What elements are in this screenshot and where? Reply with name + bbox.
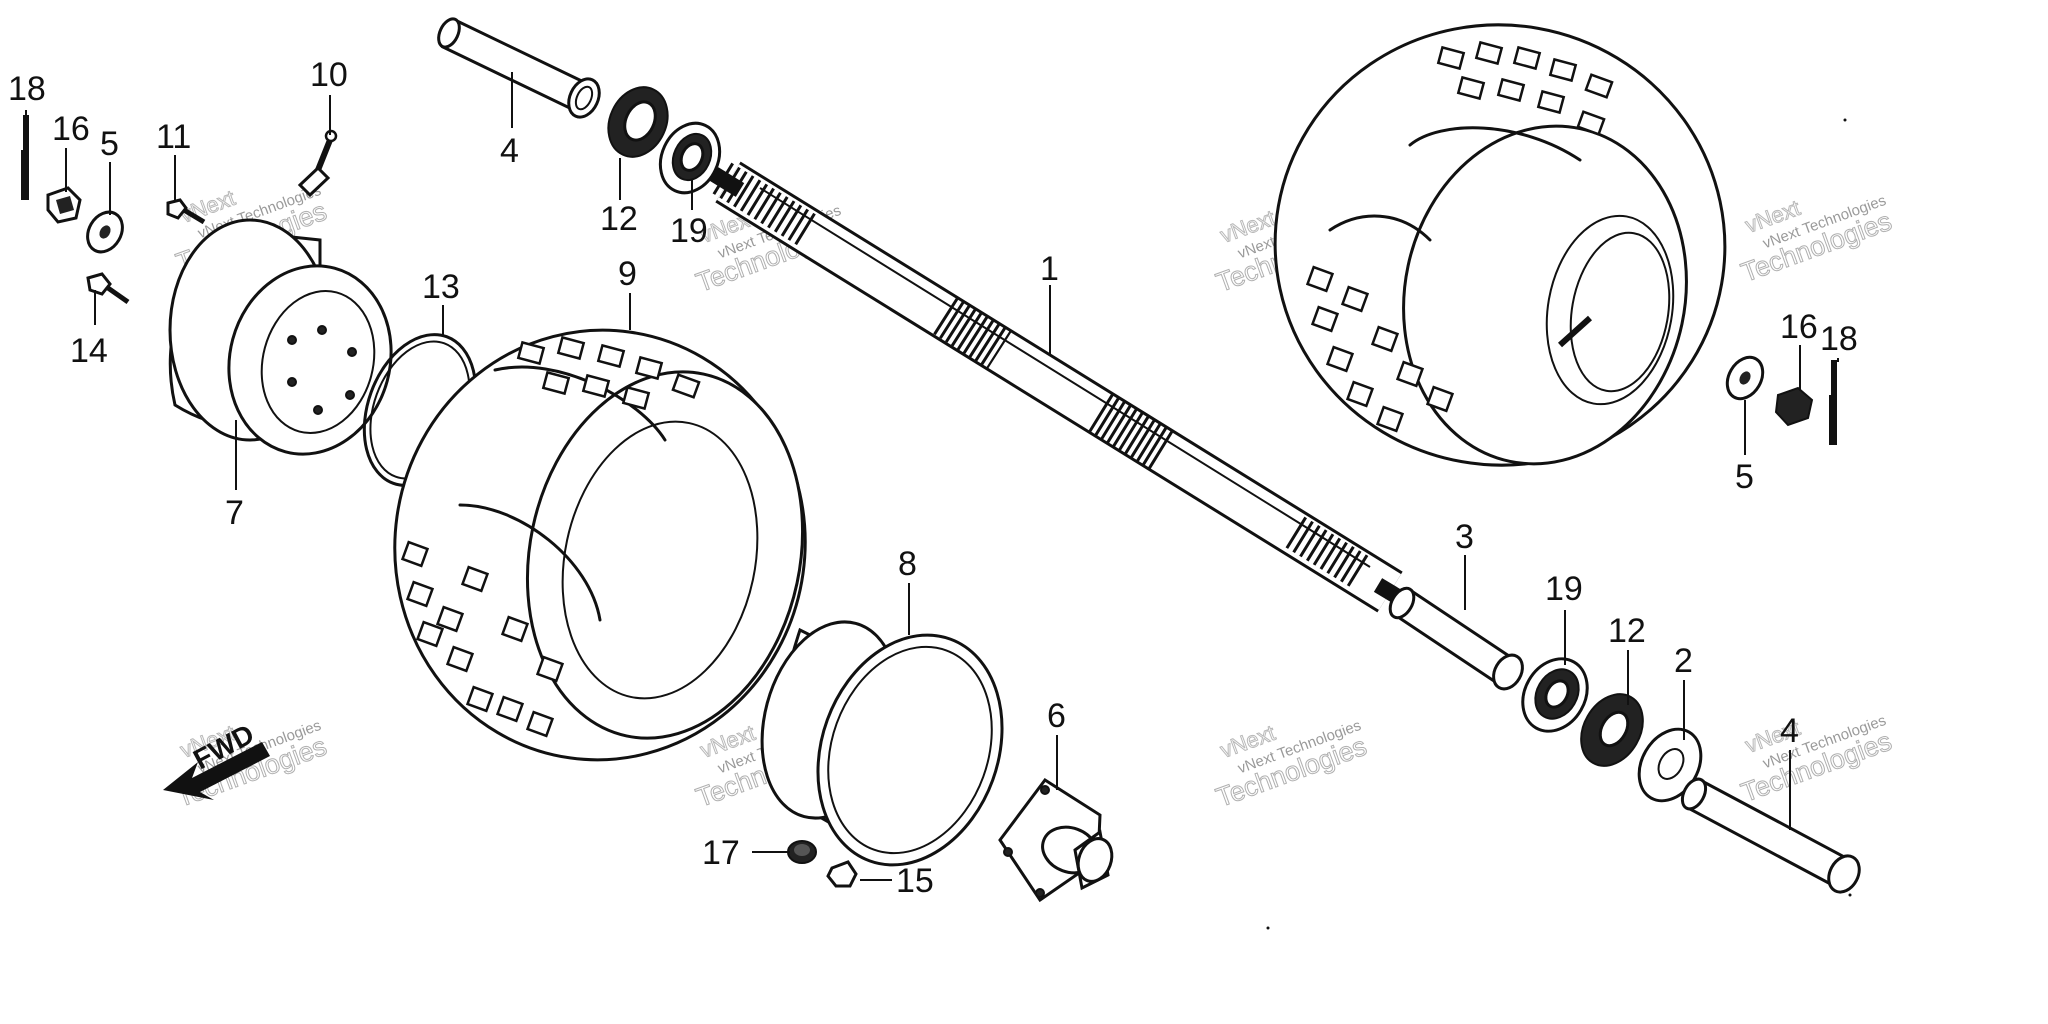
bolt-11 <box>166 198 206 225</box>
callout-18b: 18 <box>1820 320 1858 358</box>
castle-nut-right <box>1774 386 1814 427</box>
bolt-14 <box>86 272 130 305</box>
valve-stem <box>297 129 338 198</box>
washer-left <box>86 210 124 254</box>
washer-right <box>1725 355 1765 401</box>
spacer-tube-lower <box>1680 777 1861 894</box>
callout-labels: 1 2 3 4 4 5 5 6 7 8 9 10 11 12 12 13 14 … <box>8 56 1858 900</box>
spacer-tube-upper <box>437 17 601 119</box>
tire-left <box>393 328 807 762</box>
callout-16a: 16 <box>52 110 90 148</box>
callout-14: 14 <box>70 332 108 370</box>
callout-18a: 18 <box>8 70 46 108</box>
bearing-lower <box>1580 693 1644 767</box>
watermark-4: vNext vNext Technologies Technologies <box>1737 192 1896 289</box>
callout-3: 3 <box>1455 518 1474 556</box>
hub <box>998 777 1114 903</box>
callout-9: 9 <box>618 255 637 293</box>
seal-lower <box>1521 657 1589 733</box>
callout-15: 15 <box>896 862 934 900</box>
callout-5b: 5 <box>1735 458 1754 496</box>
callout-16b: 16 <box>1780 308 1818 346</box>
bearing-upper <box>607 86 669 158</box>
callout-12a: 12 <box>600 200 638 238</box>
tire-right <box>1273 23 1727 467</box>
spacer-tube-3 <box>1388 586 1524 691</box>
watermark-7: vNext vNext Technologies Technologies <box>1212 717 1371 814</box>
callout-10: 10 <box>310 56 348 94</box>
callout-1: 1 <box>1040 250 1059 288</box>
castle-nut-left <box>46 186 82 224</box>
tire-left-tread <box>400 335 701 738</box>
wheel-half-outer <box>168 218 393 456</box>
scan-dot <box>1843 118 1847 122</box>
callout-19b: 19 <box>1545 570 1583 608</box>
callout-11: 11 <box>156 118 191 156</box>
scan-dot <box>1266 926 1270 930</box>
callout-4a: 4 <box>500 132 519 170</box>
nut-15 <box>826 860 858 888</box>
watermark-8: vNext vNext Technologies Technologies <box>1737 712 1896 809</box>
axle-shaft <box>709 161 1403 613</box>
callout-2: 2 <box>1674 642 1693 680</box>
callout-13: 13 <box>422 268 460 306</box>
tire-right-tread <box>1305 40 1614 433</box>
wheel-half-inner <box>760 620 1004 867</box>
scan-dot <box>1848 893 1852 897</box>
nut-17 <box>787 840 817 864</box>
callout-19a: 19 <box>670 212 708 250</box>
callout-6: 6 <box>1047 697 1066 735</box>
callout-8: 8 <box>898 545 917 583</box>
callout-17: 17 <box>702 834 740 872</box>
callout-7: 7 <box>225 494 244 532</box>
seal-upper <box>658 121 722 195</box>
cotter-pin-left <box>21 115 29 200</box>
axle-spline-mid-2 <box>1088 393 1177 471</box>
callout-5a: 5 <box>100 125 119 163</box>
cotter-pin-right <box>1829 360 1837 445</box>
callout-12b: 12 <box>1608 612 1646 650</box>
leader-lines <box>25 72 1839 881</box>
callout-4b: 4 <box>1780 712 1799 750</box>
